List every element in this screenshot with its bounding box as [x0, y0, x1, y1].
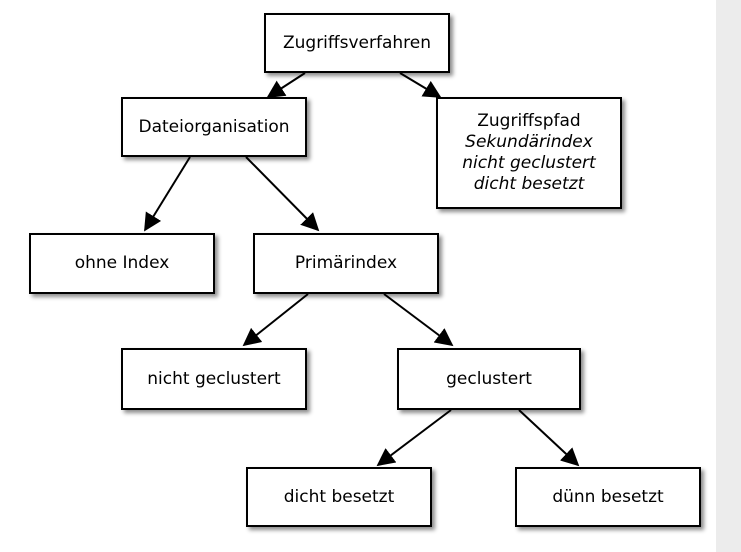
node-primaerindex-label: Primärindex — [294, 253, 398, 273]
edge-primaerindex-to-geclustert — [383, 293, 454, 347]
edge-dateiorganisation-to-primaerindex — [245, 156, 320, 232]
node-dicht-besetzt: dicht besetzt — [246, 467, 432, 527]
edge-dateiorganisation-to-ohne-index — [144, 156, 191, 232]
right-edge-strip — [716, 0, 741, 552]
edge-geclustert-to-duenn-besetzt — [518, 409, 580, 467]
node-nicht-geclustert-label: nicht geclustert — [147, 368, 281, 389]
node-geclustert: geclustert — [397, 348, 581, 410]
node-zugriffspfad-line-4: dicht besetzt — [473, 174, 585, 194]
edge-primaerindex-to-nicht-geclustert — [242, 293, 309, 347]
node-primaerindex: Primärindex — [253, 233, 439, 294]
node-duenn-besetzt: dünn besetzt — [515, 467, 701, 527]
node-zugriffspfad-title: Zugriffspfad — [477, 111, 581, 131]
node-duenn-besetzt-label: dünn besetzt — [552, 486, 664, 507]
edge-root-to-zugriffspfad — [399, 72, 442, 98]
node-geclustert-label: geclustert — [446, 368, 532, 389]
node-nicht-geclustert: nicht geclustert — [121, 348, 307, 410]
node-zugriffspfad: Zugriffspfad Sekundärindex nicht geclust… — [436, 97, 622, 209]
node-zugriffspfad-line-2: Sekundärindex — [465, 132, 593, 152]
edge-root-to-dateiorganisation — [266, 72, 306, 98]
node-dicht-besetzt-label: dicht besetzt — [283, 486, 395, 507]
edge-geclustert-to-dicht-besetzt — [376, 409, 452, 467]
node-ohne-index-label: ohne Index — [74, 253, 170, 273]
node-zugriffsverfahren: Zugriffsverfahren — [264, 13, 450, 73]
node-ohne-index: ohne Index — [29, 233, 215, 294]
node-zugriffsverfahren-label: Zugriffsverfahren — [282, 32, 432, 53]
node-zugriffspfad-line-3: nicht geclustert — [462, 153, 596, 173]
node-dateiorganisation: Dateiorganisation — [121, 97, 307, 157]
node-dateiorganisation-label: Dateiorganisation — [138, 116, 290, 137]
